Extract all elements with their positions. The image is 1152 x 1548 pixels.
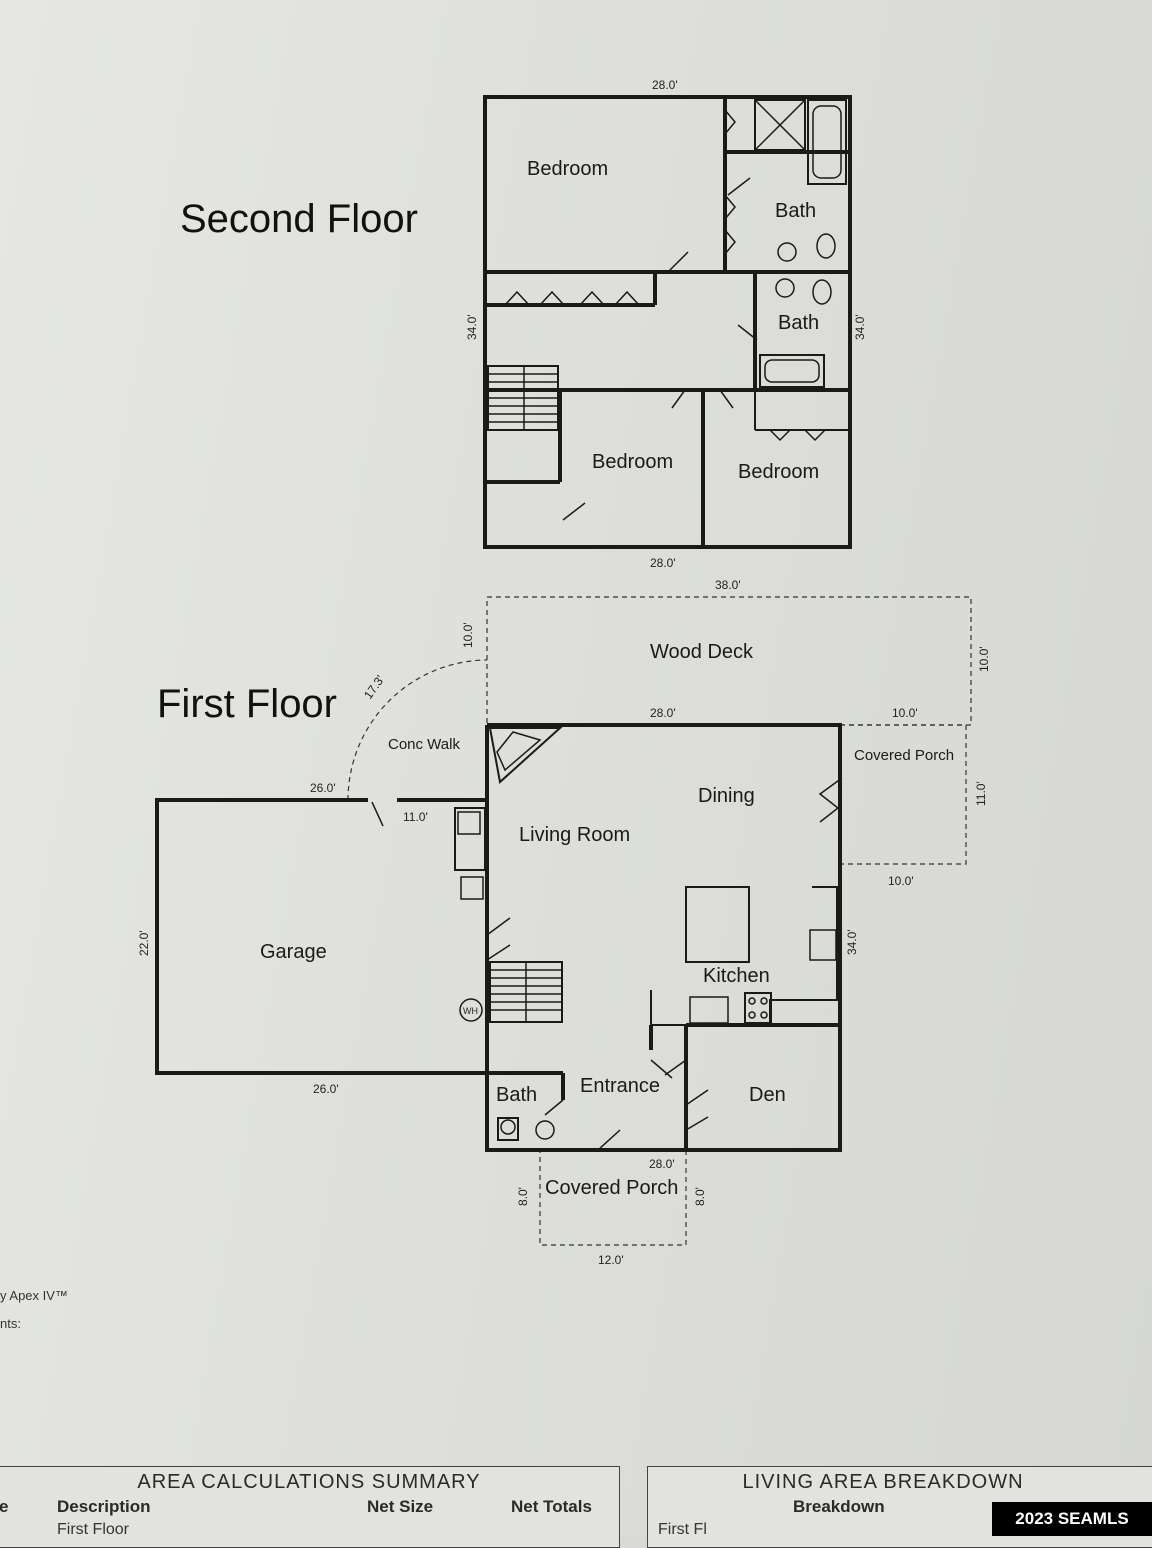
room-label: Bedroom [592,451,673,473]
sink [777,242,797,262]
room-label: Bath [778,312,819,334]
room-label: Conc Walk [388,736,460,753]
dishwasher [689,996,729,1024]
room-label: Covered Porch [854,747,954,764]
room-label: Kitchen [703,965,770,987]
room-label: Den [749,1084,786,1106]
table-title: LIVING AREA BREAKDOWN [742,1471,1024,1493]
dimension-label: 12.0' [598,1253,624,1267]
toilet [812,279,832,305]
shower [754,99,806,151]
first-floor-plan: WH Wood Deck Conc Walk Covered Porch Din… [137,578,991,1267]
table-row: First Floor [57,1521,129,1538]
dimension-label: 26.0' [310,781,336,795]
second-floor-title: Second Floor [180,197,418,241]
door [371,801,384,827]
house-outline [485,723,842,1152]
column-header: Net Totals [511,1497,592,1516]
software-note: y Apex IV™ [0,1288,68,1303]
toilet [535,1120,555,1140]
room-label: Covered Porch [545,1177,678,1199]
room-label: Wood Deck [650,641,754,663]
floor-plan-drawing: Second Floor [0,78,991,1331]
dimension-label: 28.0' [649,1157,675,1171]
dimension-label: 28.0' [652,78,678,92]
dimension-label: 10.0' [977,646,991,672]
bathtub [807,99,847,185]
dimension-label: 26.0' [313,1082,339,1096]
room-label: Bedroom [527,158,608,180]
column-header: Description [57,1497,151,1516]
dimension-label: 34.0' [465,314,479,340]
concrete-walk-arc [347,659,488,801]
covered-porch-outline [840,724,967,865]
sliding-door [818,777,843,823]
room-label: Dining [698,785,755,807]
room-label: Living Room [519,824,630,846]
kitchen-sink [809,929,837,961]
staircase [489,961,563,1023]
room-label: Bedroom [738,461,819,483]
toilet [816,233,836,259]
dimension-label: 8.0' [693,1187,707,1206]
sink [775,278,795,298]
water-heater-label: WH [463,1006,478,1016]
second-floor-plan: Bedroom Bath Bath Bedroom Bedroom 28.0' … [465,78,867,570]
dimension-label: 28.0' [650,706,676,720]
column-header: Net Size [367,1497,434,1516]
dimension-label: 17.3' [361,673,387,702]
room-label: Entrance [580,1075,660,1097]
first-floor-title: First Floor [157,682,337,726]
dimension-label: 10.0' [892,706,918,720]
dimension-label: 11.0' [403,810,428,824]
table-row: First Fl [658,1521,707,1538]
dimension-label: 22.0' [137,930,151,956]
second-floor-outline [483,95,852,549]
room-label: Garage [260,941,327,963]
dimension-label: 28.0' [650,556,676,570]
fireplace [488,727,563,784]
stove [744,992,772,1024]
laundry [454,807,486,871]
dimension-label: 8.0' [516,1187,530,1206]
water-heater-icon [459,998,483,1022]
watermark-badge: 2023 SEAMLS [992,1502,1152,1536]
staircase [487,365,559,431]
table-title: AREA CALCULATIONS SUMMARY [137,1471,481,1493]
dimension-label: 34.0' [845,929,859,955]
dimension-label: 10.0' [888,874,914,888]
sink [497,1117,519,1141]
kitchen-island [685,886,750,963]
front-porch-outline [539,1148,687,1246]
dimension-label: 34.0' [853,314,867,340]
bathtub [759,354,825,388]
room-label: Bath [496,1084,537,1106]
column-header: Breakdown [793,1497,885,1516]
garage-outline [155,798,487,1075]
dimension-label: 11.0' [974,781,988,806]
dimension-label: 38.0' [715,578,741,592]
comments-label: nts: [0,1316,21,1331]
dimension-label: 10.0' [461,622,475,648]
room-label: Bath [775,200,816,222]
front-door [597,1129,621,1151]
column-header: e [0,1497,9,1516]
area-calculations-table: AREA CALCULATIONS SUMMARY e Description … [0,1466,620,1548]
